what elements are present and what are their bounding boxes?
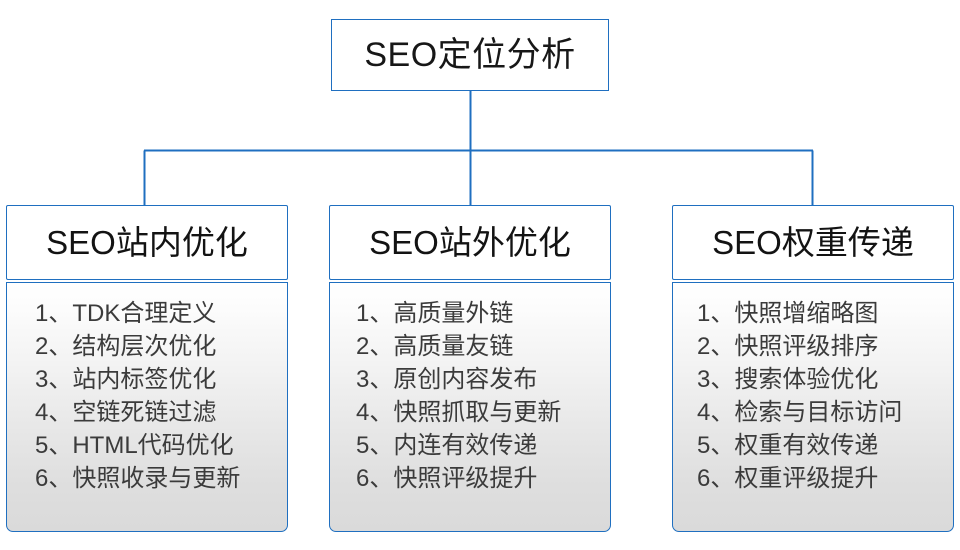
list-item: 6、快照评级提升	[356, 465, 538, 492]
list-item: 3、站内标签优化	[35, 366, 217, 393]
list-item: 1、快照增缩略图	[697, 300, 879, 327]
branch-body-seo-weight: 1、快照增缩略图 2、快照评级排序 3、搜索体验优化 4、检索与目标访问 5、权…	[672, 282, 954, 532]
list-item: 5、内连有效传递	[356, 432, 538, 459]
root-node[interactable]: SEO定位分析	[331, 19, 609, 91]
branch-title-seo-weight: SEO权重传递	[712, 224, 914, 261]
list-item: 3、原创内容发布	[356, 366, 538, 393]
branch-title-seo-onsite: SEO站内优化	[46, 224, 248, 261]
branch-body-seo-offsite: 1、高质量外链 2、高质量友链 3、原创内容发布 4、快照抓取与更新 5、内连有…	[329, 282, 611, 532]
list-item: 6、权重评级提升	[697, 465, 879, 492]
list-item: 1、高质量外链	[356, 300, 514, 327]
list-item: 2、结构层次优化	[35, 333, 217, 360]
list-item: 2、快照评级排序	[697, 333, 879, 360]
branch-header-seo-weight[interactable]: SEO权重传递	[672, 205, 954, 280]
list-item: 5、权重有效传递	[697, 432, 879, 459]
list-item: 6、快照收录与更新	[35, 465, 241, 492]
branch-column-seo-onsite[interactable]: SEO站内优化 1、TDK合理定义 2、结构层次优化 3、站内标签优化 4、空链…	[6, 205, 288, 532]
root-node-label: SEO定位分析	[364, 36, 576, 74]
list-item: 4、检索与目标访问	[697, 399, 903, 426]
item-list-seo-weight: 1、快照增缩略图 2、快照评级排序 3、搜索体验优化 4、检索与目标访问 5、权…	[673, 297, 953, 495]
list-item: 1、TDK合理定义	[35, 300, 217, 327]
list-item: 4、空链死链过滤	[35, 399, 217, 426]
branch-header-seo-onsite[interactable]: SEO站内优化	[6, 205, 288, 280]
branch-column-seo-weight[interactable]: SEO权重传递 1、快照增缩略图 2、快照评级排序 3、搜索体验优化 4、检索与…	[672, 205, 954, 532]
item-list-seo-offsite: 1、高质量外链 2、高质量友链 3、原创内容发布 4、快照抓取与更新 5、内连有…	[330, 297, 610, 495]
branch-header-seo-offsite[interactable]: SEO站外优化	[329, 205, 611, 280]
list-item: 2、高质量友链	[356, 333, 514, 360]
branch-body-seo-onsite: 1、TDK合理定义 2、结构层次优化 3、站内标签优化 4、空链死链过滤 5、H…	[6, 282, 288, 532]
list-item: 4、快照抓取与更新	[356, 399, 562, 426]
branch-column-seo-offsite[interactable]: SEO站外优化 1、高质量外链 2、高质量友链 3、原创内容发布 4、快照抓取与…	[329, 205, 611, 532]
item-list-seo-onsite: 1、TDK合理定义 2、结构层次优化 3、站内标签优化 4、空链死链过滤 5、H…	[7, 297, 287, 495]
list-item: 3、搜索体验优化	[697, 366, 879, 393]
branch-title-seo-offsite: SEO站外优化	[369, 224, 571, 261]
list-item: 5、HTML代码优化	[35, 432, 234, 459]
